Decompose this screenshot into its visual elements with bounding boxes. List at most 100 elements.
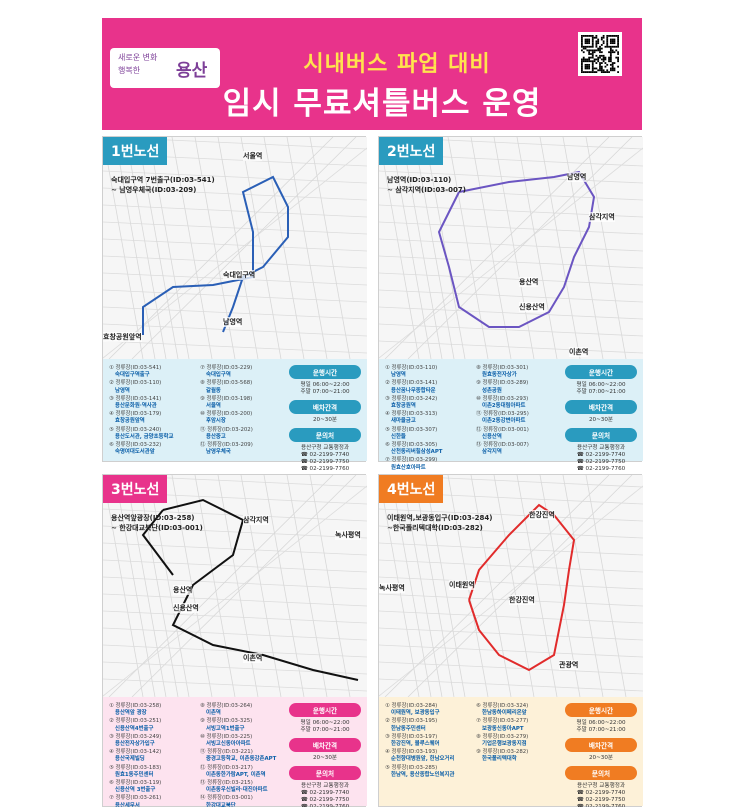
list-item: ⑨ 정류장(ID:03-198)서울역: [200, 396, 285, 410]
list-item: ① 정류장(ID:03-284)이태원역, 보광동입구: [385, 703, 470, 717]
list-item: ② 정류장(ID:03-251)신용산역4번출구: [109, 718, 194, 732]
list-item: ⑥ 정류장(ID:03-305)산천동리버힐삼성APT: [385, 442, 470, 456]
stop-name: 성촌공원: [482, 387, 502, 394]
route-endpoints: 용산역앞광장(ID:03-258)~ 한강대교북단(ID:03-001): [111, 513, 203, 533]
list-item: ② 정류장(ID:03-110)남영역: [109, 380, 194, 394]
list-item: ③ 정류장(ID:03-141)용산문화원·역사관: [109, 396, 194, 410]
list-item: ⑦ 정류장(ID:03-277)보광동신동아APT: [476, 718, 561, 732]
stop-id: ⑧ 정류장(ID:03-301): [476, 365, 529, 371]
route-tag: 4번노선: [379, 475, 444, 503]
stop-name: 효창공원역: [391, 403, 416, 410]
station-label: 이촌역: [243, 653, 263, 663]
stop-id: ⑦ 정류장(ID:03-261): [109, 795, 162, 802]
contact-value: 용산구청 교통행정과☎ 02-2199-7740☎ 02-2199-7750☎ …: [300, 783, 350, 807]
logo-line2: 행복한: [118, 66, 141, 75]
station-label: 관광역: [559, 660, 579, 670]
subtitle: 시내버스 파업 대비: [303, 52, 491, 77]
list-item: ⑦ 정류장(ID:03-261)용산세무서: [109, 795, 194, 807]
stop-id: ① 정류장(ID:03-110): [385, 365, 438, 371]
list-item: ⑪ 정류장(ID:03-221)중경고등학교, 이촌동강촌APT: [200, 749, 285, 763]
route-map[interactable]: [378, 474, 644, 698]
stop-name: 이촌2동강변아파트: [482, 418, 526, 425]
stop-name: 중경고등학교, 이촌동강촌APT: [206, 756, 277, 763]
poster: 새로운 변화 행복한 용산 시내버스 파업 대비 임시 무료셔틀버스 운영 서울…: [102, 18, 644, 807]
stop-name: 숙대입구역출구: [115, 372, 150, 379]
stop-id: ⑦ 정류장(ID:03-277): [476, 718, 529, 725]
list-item: ① 정류장(ID:03-110)남영역: [385, 365, 470, 379]
stop-name: 순천향대병원앞, 한남오거리: [391, 756, 455, 763]
stop-name: 숙명여대도서관앞: [115, 449, 155, 456]
stop-name: 이태원역, 보광동입구: [391, 710, 440, 717]
station-label: 남영역: [223, 317, 243, 327]
interval-value: 20~30분: [312, 755, 338, 761]
list-item: ④ 정류장(ID:03-193)순천향대병원앞, 한남오거리: [385, 749, 470, 763]
route-tag: 3번노선: [103, 475, 168, 503]
stop-id: ③ 정류장(ID:03-242): [385, 395, 438, 402]
list-item: ⑬ 정류장(ID:03-007)삼각지역: [476, 442, 561, 456]
list-item: ⑧ 정류장(ID:03-264)이촌역: [200, 703, 285, 717]
route-map[interactable]: [102, 136, 368, 360]
stop-name: 한남동하이페리온앞: [482, 710, 527, 717]
stop-name: 산천동리버힐삼성APT: [391, 449, 443, 456]
stop-id: ⑤ 정류장(ID:03-183): [109, 764, 162, 771]
stop-id: ⑫ 정류장(ID:03-217): [200, 764, 253, 771]
logo-line1: 새로운 변화: [118, 53, 158, 62]
list-item: ⑤ 정류장(ID:03-285)한남역, 용산종합노인복지관: [385, 765, 470, 779]
list-item: ⑥ 정류장(ID:03-232)숙명여대도서관앞: [109, 442, 194, 456]
list-item: ⑫ 정류장(ID:03-001)신용산역: [476, 427, 561, 441]
route-end: ~ 삼각지역(ID:03-007): [387, 186, 466, 194]
route-map[interactable]: [378, 136, 644, 360]
contact-value: 용산구청 교통행정과☎ 02-2199-7740☎ 02-2199-7750☎ …: [576, 445, 626, 472]
contact-label: 문의처: [565, 766, 637, 780]
stop-id: ③ 정류장(ID:03-141): [109, 395, 162, 402]
stop-id: ⑤ 정류장(ID:03-307): [385, 426, 438, 433]
list-item: ⑩ 정류장(ID:03-293)이촌2동대림아파트: [476, 396, 561, 410]
stop-id: ③ 정류장(ID:03-197): [385, 733, 438, 740]
stop-id: ④ 정류장(ID:03-142): [109, 749, 162, 756]
station-label: 남영역: [567, 172, 587, 182]
stop-id: ① 정류장(ID:03-258): [109, 703, 162, 709]
interval-label: 배차간격: [289, 400, 361, 414]
stop-id: ⑨ 정류장(ID:03-289): [476, 380, 529, 387]
stop-id: ⑦ 정류장(ID:03-229): [200, 365, 253, 371]
station-label: 녹사평역: [379, 583, 405, 593]
route-map[interactable]: [102, 474, 368, 698]
stop-id: ⑩ 정류장(ID:03-225): [200, 733, 253, 740]
stop-id: ⑩ 정류장(ID:03-293): [476, 395, 529, 402]
stop-id: ⑧ 정류장(ID:03-568): [200, 380, 253, 387]
contact-value: 용산구청 교통행정과☎ 02-2199-7740☎ 02-2199-7750☎ …: [300, 445, 350, 472]
route-end: ~ 남영우체국(ID:03-209): [111, 186, 197, 194]
interval-value: 20~30분: [588, 755, 614, 761]
route-endpoints: 이태원역,보광동입구(ID:03-284)~한국폴리텍대학(ID:03-282): [387, 513, 493, 533]
route-tag: 1번노선: [103, 137, 168, 165]
list-item: ⑩ 정류장(ID:03-225)서빙고신동아아파트: [200, 734, 285, 748]
stop-name: 원효1동주민센터: [115, 771, 154, 778]
stop-id: ① 정류장(ID:03-541): [109, 365, 162, 371]
qr-code-icon[interactable]: [578, 32, 622, 76]
stop-id: ⑥ 정류장(ID:03-305): [385, 442, 438, 449]
interval-value: 20~30분: [588, 417, 614, 423]
route-start: 용산역앞광장(ID:03-258): [111, 514, 195, 522]
list-item: ⑦ 정류장(ID:03-229)숙대입구역: [200, 365, 285, 379]
list-item: ① 정류장(ID:03-541)숙대입구역출구: [109, 365, 194, 379]
list-item: ⑨ 정류장(ID:03-289)성촌공원: [476, 380, 561, 394]
stop-name: 서울역: [206, 403, 221, 410]
stop-name: 신용산역 3번출구: [115, 787, 156, 794]
route-end: ~한국폴리텍대학(ID:03-282): [387, 524, 483, 532]
stop-name: 한국폴리텍대학: [482, 756, 517, 763]
station-label: 한강진역: [509, 595, 535, 605]
stop-name: 용산역앞 광장: [115, 710, 147, 717]
route-tag: 2번노선: [379, 137, 444, 165]
list-item: ① 정류장(ID:03-258)용산역앞 광장: [109, 703, 194, 717]
contact-label: 문의처: [289, 766, 361, 780]
stop-name: 남영우체국: [206, 449, 231, 456]
stop-name: 신한들: [391, 433, 406, 440]
